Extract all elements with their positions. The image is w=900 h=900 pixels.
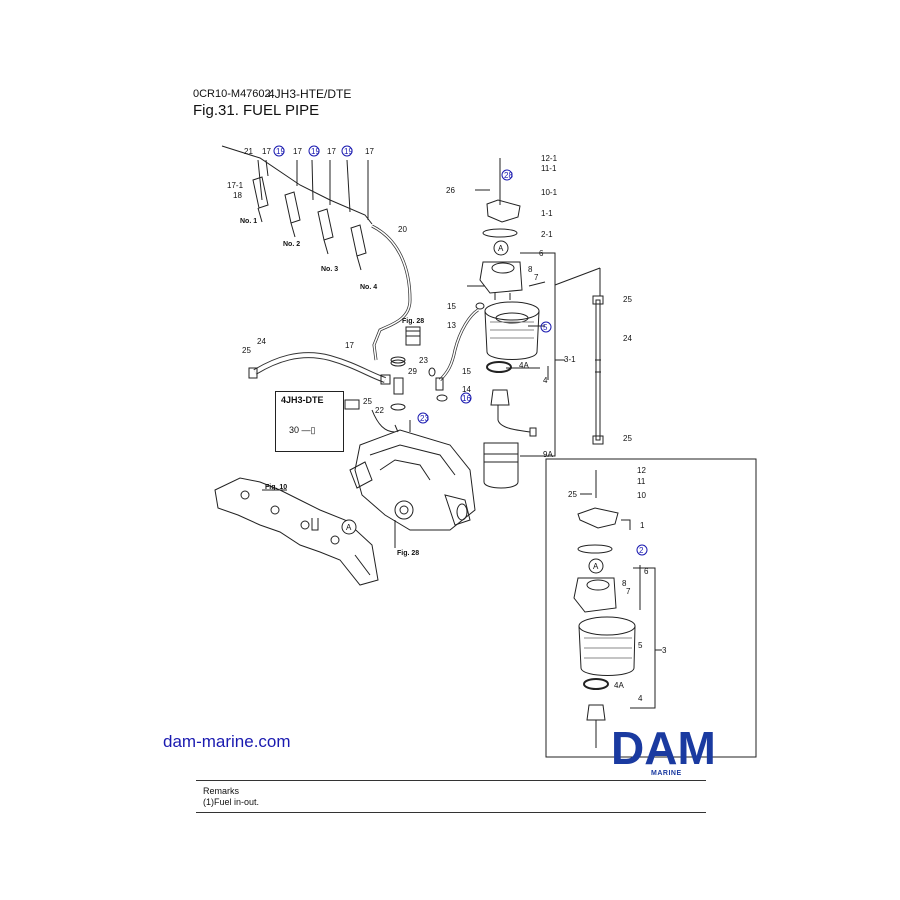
callout-c17c: 17 [327,147,336,156]
callout-c25a: 25 [242,346,251,355]
callout-c6b: 6 [644,567,649,576]
callout-c25b: 25 [363,397,372,406]
callout-c3_1: 3-1 [564,355,576,364]
callout-c14: 14 [462,385,471,394]
callout-c23a: 23 [419,356,428,365]
callout-c25c: 25 [623,295,632,304]
callout-c6a: 6 [539,249,544,258]
callout-c29: 29 [408,367,417,376]
callout-cno2: No. 2 [283,241,300,248]
callout-cA3: A [593,562,599,571]
document-code: 0CR10-M47602 [193,88,271,100]
website-link[interactable]: dam-marine.com [163,732,291,751]
callout-c8a: 8 [528,265,533,274]
figure-title: Fig.31. FUEL PIPE [193,102,320,119]
callout-c15a: 15 [447,302,456,311]
callout-c23b: 23 [420,414,429,423]
callout-c12: 12 [637,466,646,475]
dam-logo: DAM [611,724,716,768]
manifold-shape [214,477,379,586]
injection-pump-shape [344,399,476,531]
injector-3 [317,208,334,255]
callout-c21: 21 [244,147,253,156]
callout-c17d: 17 [365,147,374,156]
callout-c2: 2 [639,546,644,555]
callout-c8b: 8 [622,579,627,588]
callout-c7a: 7 [534,273,539,282]
callout-c18: 18 [233,191,242,200]
callout-cno3: No. 3 [321,266,338,273]
callout-c17_1: 17-1 [227,181,244,190]
callout-c22: 22 [375,406,384,415]
inset-item: 30 —▯ [289,425,315,436]
callout-c12_1: 12-1 [541,154,558,163]
dte-variant-inset: 4JH3-DTE 30 —▯ [275,391,344,452]
callout-c19a: 19 [276,147,285,156]
callout-c25e: 25 [568,490,577,499]
callout-c2_1: 2-1 [541,230,553,239]
callout-cno4: No. 4 [360,284,377,291]
callout-c3: 3 [662,646,667,655]
callout-c5b: 5 [638,641,643,650]
logo-subtitle: MARINE [651,770,682,777]
filter-element-upper [484,301,540,360]
callout-c11_1: 11-1 [541,164,557,173]
remarks-heading: Remarks [203,786,240,796]
injector-1 [252,176,269,223]
callout-c1: 1 [640,521,645,530]
injector-2 [284,191,301,238]
callout-c4Ab: 4A [614,681,624,690]
injector-4 [350,224,367,271]
engine-model: 4JH3-HTE/DTE [268,87,352,101]
inset-item-symbol: —▯ [301,425,316,435]
callout-cA2: A [498,244,504,253]
callout-cfig10: Fig. 10 [265,484,287,491]
divider-bottom [196,812,706,813]
callout-c17a: 17 [262,147,271,156]
callout-c11: 11 [637,477,646,486]
callout-c26: 26 [446,186,455,195]
callout-c1_1: 1-1 [541,209,553,218]
callout-c28: 28 [504,171,513,180]
logo-text: DAM [611,724,716,768]
callout-c4a: 4 [543,376,548,385]
callout-c4b: 4 [638,694,643,703]
callout-c24b: 24 [623,334,632,343]
callout-c10: 10 [637,491,646,500]
callout-c10_1: 10-1 [541,188,558,197]
callout-c25d: 25 [623,434,632,443]
callout-c13: 13 [447,321,456,330]
callout-cA1: A [346,523,352,532]
callout-cfig28b: Fig. 28 [397,550,419,557]
callout-c19b: 19 [311,147,320,156]
callout-c15b: 15 [462,367,471,376]
inset-title: 4JH3-DTE [281,395,324,405]
remarks-line-1: (1)Fuel in-out. [203,797,260,807]
callout-cno1: No. 1 [240,218,257,225]
remarks-block: Remarks (1)Fuel in-out. [203,786,259,808]
divider-top [196,780,706,781]
drawing-sheet [164,84,814,814]
callout-c17e: 17 [345,341,354,350]
callout-c19c: 19 [344,147,353,156]
callout-cfig28a: Fig. 28 [402,318,424,325]
callout-c16: 16 [462,394,471,403]
inset-item-number: 30 [289,425,300,435]
callout-c4Aa: 4A [519,361,529,370]
callout-c7b: 7 [626,587,631,596]
callout-c9A: 9A [543,450,553,459]
callout-c5a: 5 [543,323,548,332]
callout-c20: 20 [398,225,407,234]
filter-head-upper [467,199,523,300]
callout-c17b: 17 [293,147,302,156]
callout-c24: 24 [257,337,266,346]
